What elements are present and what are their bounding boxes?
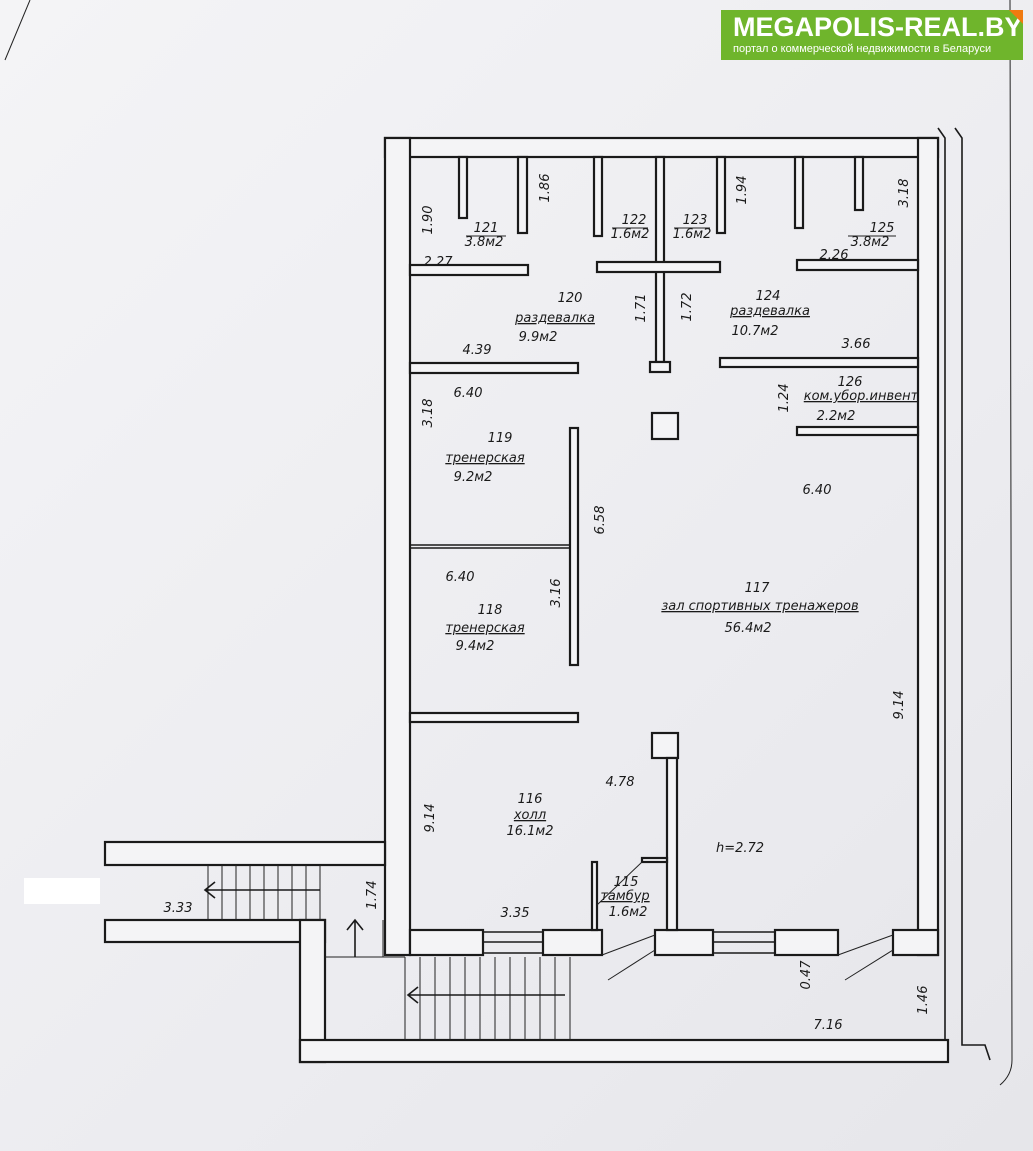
room-124-area: 10.7м2 bbox=[731, 324, 778, 339]
room-117-name: зал спортивных тренажеров bbox=[661, 599, 858, 614]
dim-label: 7.16 bbox=[814, 1018, 843, 1033]
dim-label: 1.46 bbox=[916, 986, 931, 1015]
room-120-name: раздевалка bbox=[514, 311, 595, 326]
room-119-name: тренерская bbox=[445, 451, 525, 466]
dim-label: 2.26 bbox=[820, 248, 849, 263]
interior-walls bbox=[408, 155, 920, 932]
room-118-number: 118 bbox=[478, 603, 503, 618]
room-115-name: тамбур bbox=[600, 889, 649, 904]
dim-label: 1.74 bbox=[365, 881, 380, 910]
logo-subtitle: портал о коммерческой недвижимости в Бел… bbox=[733, 43, 992, 55]
paper-edge bbox=[999, 0, 1013, 1086]
room-125-area: 3.8м2 bbox=[851, 235, 890, 250]
dim-label: 6.58 bbox=[593, 506, 608, 535]
left-stair bbox=[103, 840, 950, 1064]
dim-label: 9.14 bbox=[423, 804, 438, 833]
dim-label: 2.27 bbox=[424, 255, 454, 270]
room-115-area: 1.6м2 bbox=[609, 905, 648, 920]
dim-label: 1.90 bbox=[421, 206, 436, 235]
room-116-name: холл bbox=[513, 808, 546, 823]
dim-label: 1.24 bbox=[777, 384, 792, 413]
paper-fold bbox=[4, 0, 31, 61]
room-126-number: 126 bbox=[838, 375, 863, 390]
dim-label: 0.47 bbox=[799, 960, 814, 990]
room-126-name: ком.убор.инвент bbox=[804, 389, 919, 404]
room-116-area: 16.1м2 bbox=[506, 824, 553, 839]
logo-title: MEGAPOLIS-REAL.BY bbox=[733, 12, 1023, 42]
room-116-number: 116 bbox=[518, 792, 543, 807]
dim-label: 3.35 bbox=[501, 906, 530, 921]
room-labels: 121 3.8м2 122 1.6м2 123 1.6м2 125 3.8м2 … bbox=[445, 213, 918, 920]
room-121-number: 121 bbox=[474, 221, 499, 236]
dim-label: 6.40 bbox=[803, 483, 832, 498]
ceiling-height: h=2.72 bbox=[716, 841, 764, 856]
room-124-name: раздевалка bbox=[729, 304, 810, 319]
room-122-number: 122 bbox=[622, 213, 647, 228]
redaction-box bbox=[24, 878, 100, 904]
room-122-area: 1.6м2 bbox=[611, 227, 650, 242]
room-121-area: 3.8м2 bbox=[465, 235, 504, 250]
room-119-number: 119 bbox=[488, 431, 513, 446]
dim-label: 9.14 bbox=[892, 691, 907, 720]
room-118-area: 9.4м2 bbox=[456, 639, 495, 654]
dim-label: 6.40 bbox=[454, 386, 483, 401]
dim-label: 1.71 bbox=[634, 294, 649, 323]
entrance-stair bbox=[404, 957, 571, 1040]
dim-label: 3.16 bbox=[549, 579, 564, 608]
room-125-number: 125 bbox=[870, 221, 895, 236]
dim-label: 3.66 bbox=[842, 337, 871, 352]
room-126-area: 2.2м2 bbox=[817, 409, 856, 424]
dim-label: 3.18 bbox=[421, 399, 436, 428]
dim-label: 3.18 bbox=[897, 179, 912, 208]
dimension-labels: 2.27 4.39 6.40 2.26 3.66 6.40 6.40 4.78 … bbox=[164, 174, 931, 1033]
dim-label: 3.33 bbox=[164, 901, 193, 916]
dim-label: 1.86 bbox=[538, 174, 553, 203]
megapolis-logo[interactable]: MEGAPOLIS-REAL.BY портал о коммерческой … bbox=[721, 10, 1023, 60]
dim-label: 4.78 bbox=[606, 775, 635, 790]
room-117-number: 117 bbox=[745, 581, 771, 596]
logo-corner-icon bbox=[1009, 10, 1023, 24]
outer-walls bbox=[383, 127, 991, 1061]
dim-label: 1.94 bbox=[735, 176, 750, 205]
room-124-number: 124 bbox=[756, 289, 781, 304]
dim-label: 1.72 bbox=[680, 293, 695, 322]
room-115-number: 115 bbox=[614, 875, 639, 890]
room-118-name: тренерская bbox=[445, 621, 525, 636]
room-120-area: 9.9м2 bbox=[519, 330, 558, 345]
dim-label: 4.39 bbox=[463, 343, 492, 358]
dim-label: 6.40 bbox=[446, 570, 475, 585]
room-120-number: 120 bbox=[558, 291, 583, 306]
room-123-number: 123 bbox=[683, 213, 708, 228]
room-119-area: 9.2м2 bbox=[454, 470, 493, 485]
room-117-area: 56.4м2 bbox=[724, 621, 771, 636]
room-123-area: 1.6м2 bbox=[673, 227, 712, 242]
